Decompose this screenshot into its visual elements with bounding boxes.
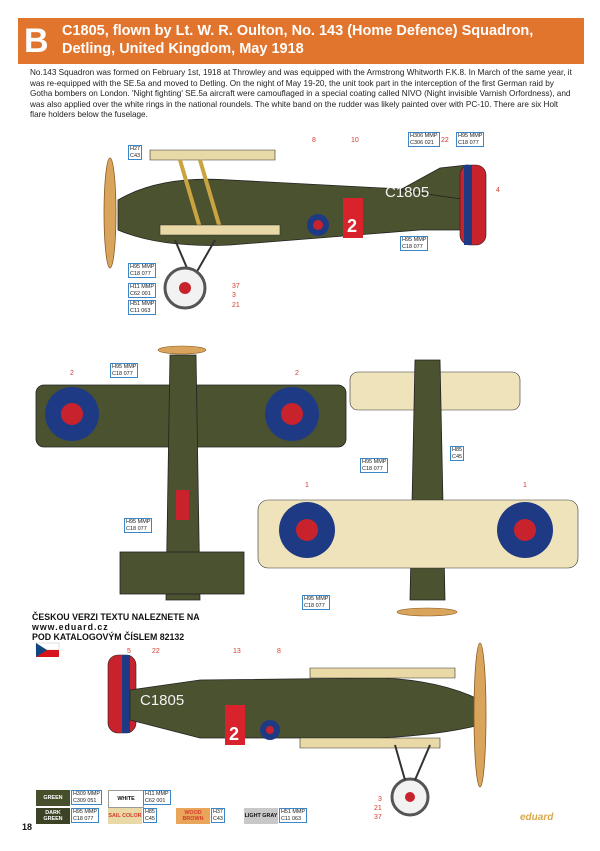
serial-upper: C1805 bbox=[385, 184, 429, 201]
propeller-lower bbox=[473, 642, 487, 788]
profile-letter: B bbox=[24, 22, 49, 60]
rudder-red bbox=[459, 164, 487, 246]
ref-number: 1 bbox=[523, 482, 527, 489]
top-view bbox=[35, 345, 347, 601]
ref-number: 5 bbox=[127, 648, 131, 655]
upper-wing-side bbox=[149, 149, 276, 161]
band-number-upper: 2 bbox=[347, 216, 357, 236]
ref-number: 37 bbox=[374, 814, 382, 821]
side-view-upper bbox=[103, 149, 487, 310]
ref-number: 10 bbox=[351, 137, 359, 144]
ref-number: 21 bbox=[374, 805, 382, 812]
ref-number: 8 bbox=[312, 137, 316, 144]
ref-number: 37 bbox=[232, 283, 240, 290]
propeller-bottom bbox=[396, 607, 458, 617]
lower-wing-lower bbox=[299, 737, 441, 749]
ref-number: 8 bbox=[277, 648, 281, 655]
propeller-side bbox=[103, 157, 117, 269]
eduard-logo: eduard bbox=[520, 812, 554, 823]
band-number-lower: 2 bbox=[229, 724, 239, 744]
czech-flag bbox=[35, 642, 60, 657]
ref-number: 22 bbox=[152, 648, 160, 655]
band-top bbox=[176, 490, 189, 520]
lower-wing-side bbox=[159, 224, 281, 236]
side-view-lower bbox=[107, 642, 487, 817]
rudder-blue bbox=[464, 165, 472, 245]
ref-number: 1 bbox=[305, 482, 309, 489]
ref-number: 13 bbox=[233, 648, 241, 655]
tailplane-top bbox=[119, 551, 245, 595]
eduard-link[interactable]: www.eduard.cz bbox=[32, 622, 109, 633]
fuselage-band bbox=[343, 198, 363, 238]
page-number: 18 bbox=[22, 822, 33, 832]
page-title: C1805, flown by Lt. W. R. Oulton, No. 14… bbox=[62, 23, 534, 57]
ref-number: 2 bbox=[70, 370, 74, 377]
ref-number: 22 bbox=[441, 137, 449, 144]
ref-number: 21 bbox=[232, 302, 240, 309]
band-lower bbox=[225, 705, 245, 745]
bottom-view bbox=[257, 359, 579, 617]
fuselage-top bbox=[165, 354, 201, 601]
ref-number: 3 bbox=[232, 292, 236, 299]
lower-wing-bottom bbox=[257, 499, 579, 569]
upper-wing-lower bbox=[309, 667, 456, 679]
propeller-top bbox=[157, 345, 207, 355]
ref-number: 4 bbox=[496, 187, 500, 194]
title-bar: B C1805, flown by Lt. W. R. Oulton, No. … bbox=[18, 18, 584, 64]
serial-lower: C1805 bbox=[140, 692, 184, 709]
history-description: No.143 Squadron was formed on February 1… bbox=[30, 68, 572, 120]
ref-number: 2 bbox=[295, 370, 299, 377]
czech-note: ČESKOU VERZI TEXTU NALEZNETE NA www.edua… bbox=[32, 612, 200, 643]
ref-number: 3 bbox=[378, 796, 382, 803]
